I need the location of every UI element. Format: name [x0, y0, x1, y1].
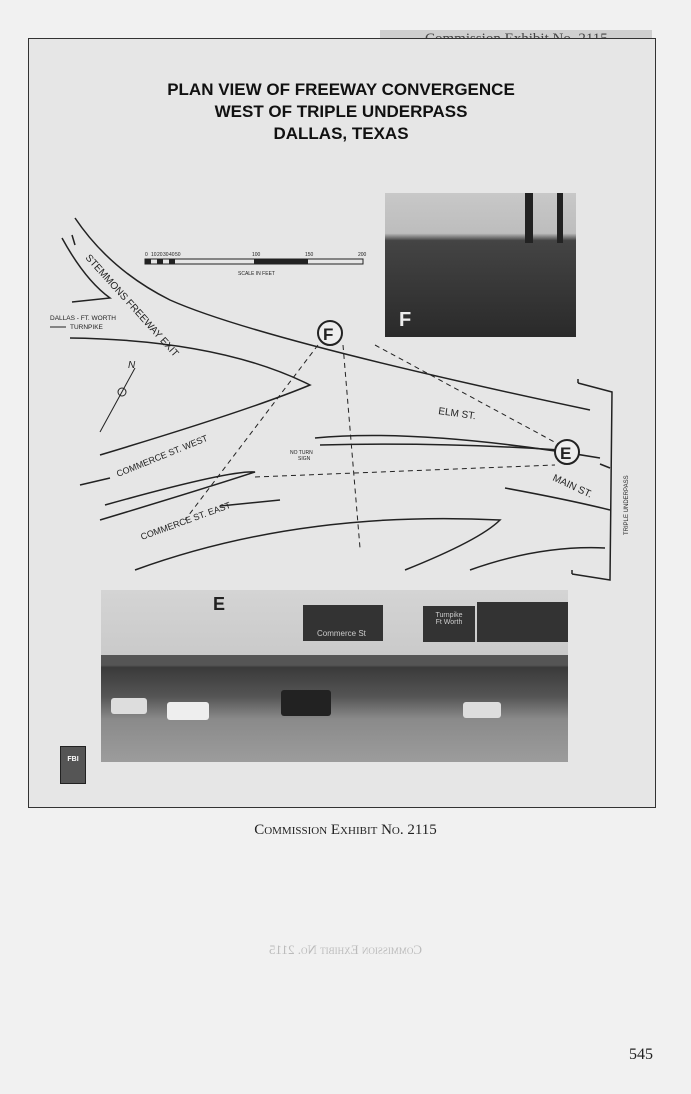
map-line — [157, 259, 163, 264]
roads — [61, 217, 613, 581]
map-line — [571, 382, 613, 581]
map-label: 200 — [358, 252, 367, 258]
map-line — [254, 464, 556, 478]
map-line — [117, 387, 127, 397]
map-line — [342, 344, 361, 549]
triple-underpass-label: TRIPLE UNDERPASS — [624, 475, 630, 535]
north-arrow-icon: N — [99, 360, 136, 433]
photo-f: F — [385, 193, 576, 337]
photo-f-label: F — [399, 309, 412, 331]
marker-e: E — [554, 439, 580, 465]
map-line — [145, 259, 151, 264]
map-line — [254, 259, 308, 264]
map-line — [61, 237, 113, 303]
map-line — [317, 320, 343, 346]
map-label: 100 — [252, 252, 261, 258]
page-number: 545 — [629, 1046, 653, 1063]
map-label: 20 — [157, 252, 163, 258]
map-label: SIGN — [298, 456, 311, 462]
exhibit-caption: Commission Exhibit No. 2115 — [254, 822, 437, 838]
map-label: 0 — [145, 252, 148, 258]
commerce-east-label: COMMERCE ST. EAST — [139, 500, 232, 542]
map-line — [99, 471, 256, 521]
main-label: MAIN ST. — [551, 473, 594, 501]
map-label: SCALE IN FEET — [238, 271, 275, 277]
map-label: 10 — [151, 252, 157, 258]
sight-lines — [184, 344, 561, 549]
bleed-through-text: Commission Exhibit No. 2115 — [268, 942, 423, 957]
title-line-3: DALLAS, TEXAS — [273, 124, 409, 143]
map-label: 50 — [175, 252, 181, 258]
map-label: 40 — [169, 252, 175, 258]
map-line — [319, 443, 561, 451]
elm-label: ELM ST. — [438, 406, 477, 422]
stemmons-label: STEMMONS FREEWAY EXIT — [83, 253, 181, 360]
map-line — [599, 463, 611, 469]
map-label: F — [323, 325, 333, 344]
map-label: 30 — [163, 252, 169, 258]
map-line — [219, 499, 281, 507]
map-line — [374, 344, 561, 446]
marker-f: F — [317, 320, 343, 346]
map-line — [134, 517, 502, 571]
map-line — [99, 367, 136, 433]
map-line — [71, 234, 76, 246]
map-line — [74, 217, 591, 411]
fbi-logo: FBI — [60, 746, 86, 784]
map-label: N — [128, 360, 136, 371]
sign-commerce: Commerce St — [303, 605, 383, 641]
map-line — [554, 439, 580, 465]
title-line-2: WEST OF TRIPLE UNDERPASS — [214, 102, 468, 121]
map-line — [169, 259, 175, 264]
map-label: 150 — [305, 252, 314, 258]
map-line — [469, 546, 606, 571]
photo-e-label: E — [213, 594, 226, 614]
map-line — [69, 337, 312, 456]
turnpike-label-2: TURNPIKE — [70, 324, 104, 331]
commerce-west-label: COMMERCE ST. WEST — [115, 433, 210, 479]
map-line — [79, 477, 111, 486]
map-line — [184, 344, 319, 521]
turnpike-label: DALLAS - FT. WORTH — [50, 315, 116, 322]
title-line-1: PLAN VIEW OF FREEWAY CONVERGENCE — [167, 80, 515, 99]
map-label: E — [560, 444, 571, 463]
map-line — [504, 487, 611, 511]
no-turn-label: NO TURN — [290, 450, 313, 456]
